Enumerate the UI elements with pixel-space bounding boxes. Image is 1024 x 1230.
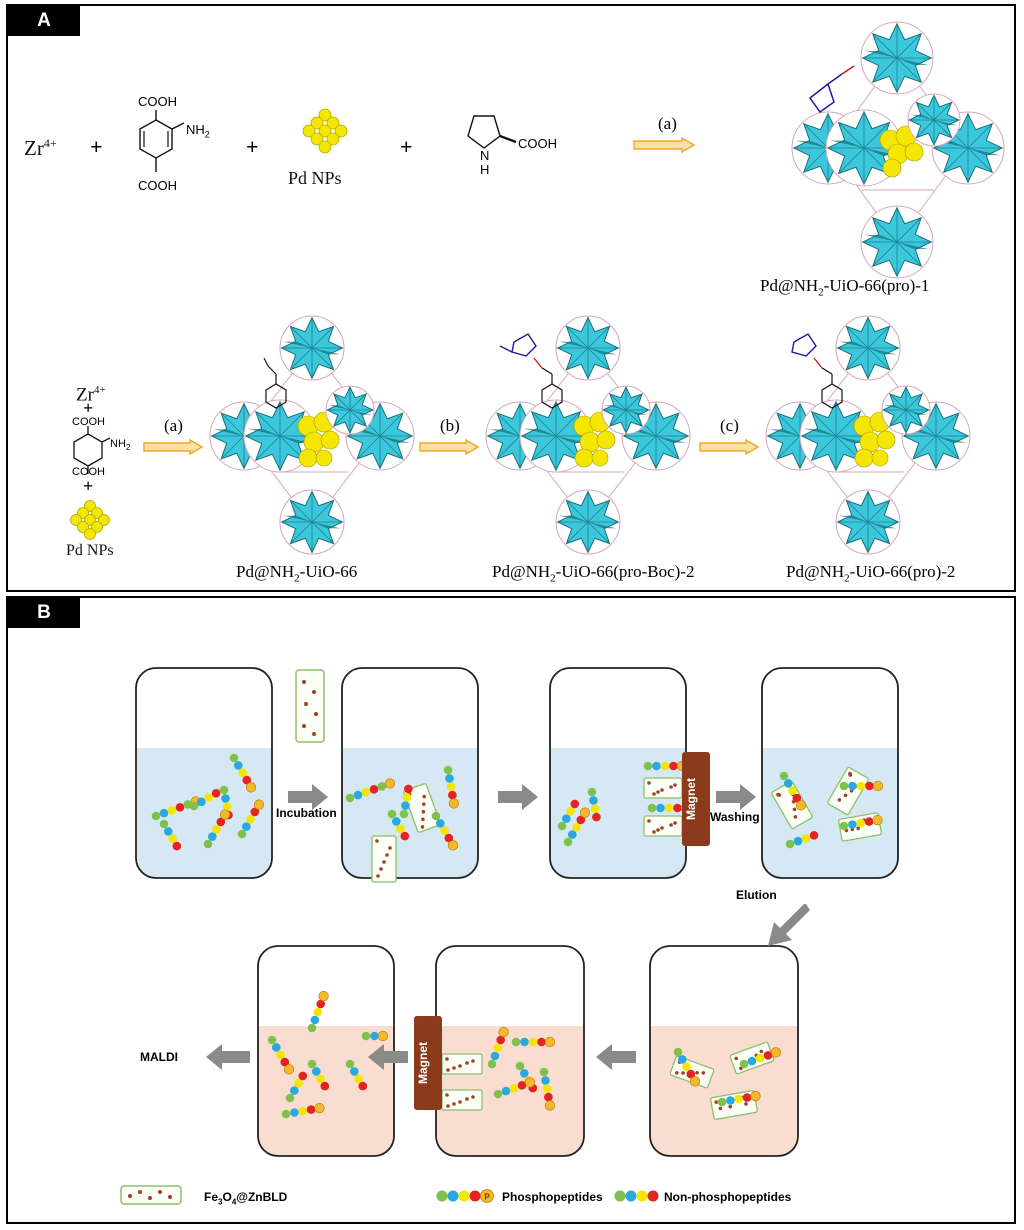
phosphate-marker: P xyxy=(484,1193,490,1202)
nh2-label: NH2 xyxy=(186,122,210,140)
panel-b-label: B xyxy=(8,598,80,628)
plus-sign: + xyxy=(400,134,413,159)
reaction-arrow-icon xyxy=(699,438,760,456)
process-arrow-icon xyxy=(498,784,538,810)
pd-nps-label-row2: Pd NPs xyxy=(66,542,114,559)
vial-washed xyxy=(761,667,899,879)
vial-sample xyxy=(135,667,273,879)
mof-pro-boc-2-label: Pd@NH2-UiO-66(pro-Boc)-2 xyxy=(492,562,695,585)
washing-label: Washing xyxy=(710,810,760,824)
legend-material-label: Fe3O4@ZnBLD xyxy=(204,1190,288,1207)
proline-n-label: N xyxy=(480,148,490,163)
aminoterephthalic-acid-structure-row2 xyxy=(73,426,111,474)
step-a-label: (a) xyxy=(658,114,677,133)
elution-label: Elution xyxy=(736,888,777,902)
process-arrow-icon xyxy=(288,784,328,810)
panel-a-label: A xyxy=(8,6,80,36)
proline-structure xyxy=(467,115,517,149)
zr-ion-row1: Zr4+ xyxy=(24,136,57,160)
magnet-label: Magnet xyxy=(416,1042,430,1084)
process-arrow-icon xyxy=(768,904,810,946)
cooh-bottom-label-row2: COOH xyxy=(72,466,105,478)
reaction-arrow-icon xyxy=(633,136,696,154)
vial-magnetic-separation xyxy=(549,667,692,879)
cooh-bottom-label: COOH xyxy=(138,178,177,193)
maldi-label: MALDI xyxy=(140,1050,178,1064)
vial-magnetic-separation-2 xyxy=(435,945,585,1157)
reaction-arrow-icon xyxy=(419,438,480,456)
magnetic-bead-icon xyxy=(295,669,325,743)
magnet-label: Magnet xyxy=(684,778,698,820)
cooh-top-label: COOH xyxy=(138,94,177,109)
panel-b: B Magnet Magnet Incubation Washing Eluti… xyxy=(6,596,1016,1224)
cooh-top-label-row2: COOH xyxy=(72,416,105,428)
pd-nanoparticle-cluster-icon xyxy=(70,500,110,540)
legend-phosphopeptides-label: Phosphopeptides xyxy=(502,1190,603,1204)
mof-pro-1-structure xyxy=(791,21,1005,279)
plus-sign: + xyxy=(246,134,259,159)
legend-bead-icon xyxy=(120,1185,182,1205)
proline-cooh-label: COOH xyxy=(518,136,557,151)
legend-non-phosphopeptide-icon xyxy=(614,1190,659,1202)
mof-nh2-label: Pd@NH2-UiO-66 xyxy=(236,562,358,585)
vial-incubation xyxy=(341,667,479,883)
product-mof-pro-1-label: Pd@NH2-UiO-66(pro)-1 xyxy=(760,276,930,299)
process-arrow-icon xyxy=(596,1044,636,1070)
step-a-label: (a) xyxy=(164,416,183,435)
aminoterephthalic-acid-structure xyxy=(139,110,185,172)
nh2-label-row2: NH2 xyxy=(110,438,131,453)
process-arrow-icon xyxy=(368,1044,408,1070)
reaction-arrow-icon xyxy=(143,438,204,456)
mof-pro-2-structure xyxy=(765,315,971,555)
vial-final xyxy=(257,945,395,1157)
panel-a: A Zr4+ + COOH NH2 COOH + Pd NPs + N H CO… xyxy=(6,4,1016,592)
mof-pro-boc-2-structure xyxy=(485,315,691,555)
pd-nps-label: Pd NPs xyxy=(288,168,342,188)
incubation-label: Incubation xyxy=(276,806,337,820)
zr-ion-row2: Zr4+ xyxy=(76,384,106,406)
plus-sign: + xyxy=(83,398,94,418)
vial-elution xyxy=(649,945,799,1157)
plus-sign: + xyxy=(83,476,94,496)
mof-nh2-structure xyxy=(209,315,415,555)
pd-nanoparticle-cluster-icon xyxy=(302,108,348,154)
process-arrow-icon xyxy=(206,1044,250,1070)
legend-non-phosphopeptides-label: Non-phosphopeptides xyxy=(664,1190,792,1204)
plus-sign: + xyxy=(90,134,103,159)
step-c-label: (c) xyxy=(720,416,739,435)
legend-phosphopeptide-icon: P xyxy=(436,1189,494,1203)
step-b-label: (b) xyxy=(440,416,460,435)
magnet-icon: Magnet xyxy=(682,752,710,846)
process-arrow-icon xyxy=(716,784,756,810)
mof-pro-2-label: Pd@NH2-UiO-66(pro)-2 xyxy=(786,562,956,585)
proline-h-label: H xyxy=(480,162,490,177)
magnet-icon: Magnet xyxy=(414,1016,442,1110)
